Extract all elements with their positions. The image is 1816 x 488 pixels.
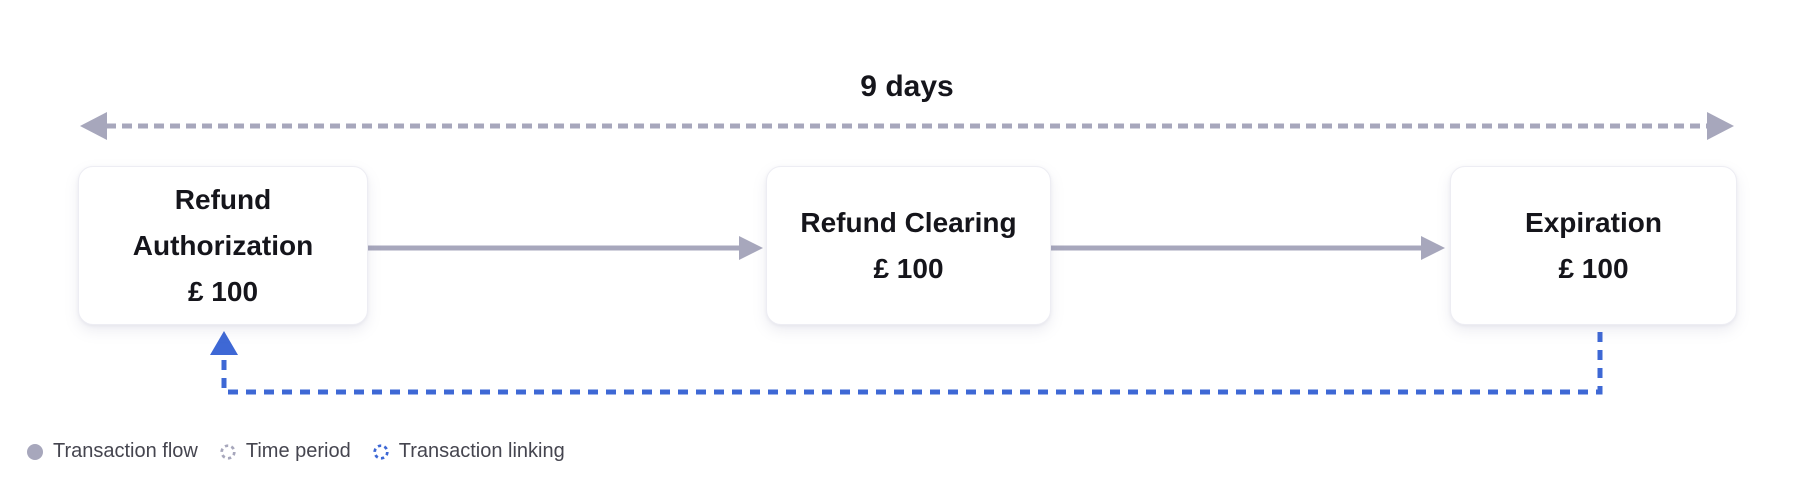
legend-item-transaction-linking: Transaction linking [372,440,565,463]
node-amount: £ 100 [1558,252,1629,284]
legend-item-time-period: Time period [219,440,351,463]
time-period-label: 9 days [860,70,954,103]
legend-label: Transaction flow [53,440,198,462]
time-period-icon [220,443,236,460]
linking-arrow-path [221,332,1603,395]
time-period-arrowhead-right [1707,112,1734,140]
legend: Transaction flow Time period Transaction… [26,440,565,463]
node-amount: £ 100 [873,252,944,284]
flow-arrowhead [1421,236,1445,260]
node-title: Expiration [1525,206,1662,238]
node-expiration: Expiration £ 100 [1450,166,1737,325]
transaction-flow-icon [27,443,43,460]
linking-arrowhead [210,331,238,355]
legend-item-transaction-flow: Transaction flow [26,440,198,463]
node-refund-clearing: Refund Clearing £ 100 [766,166,1051,325]
node-amount: £ 100 [187,275,259,307]
flow-arrowhead [739,236,763,260]
node-title: Refund Authorization [132,183,314,261]
node-refund-authorization: Refund Authorization £ 100 [78,166,368,325]
legend-label: Time period [245,440,351,462]
transaction-linking-icon [373,443,389,460]
node-title: Refund Clearing [800,206,1017,238]
flow-arrow-authorization-to-clearing [368,236,763,260]
time-period-arrow [80,112,1734,140]
time-period-arrowhead-left [80,112,107,140]
legend-label: Transaction linking [398,440,565,462]
linking-arrow-expiration-to-authorization [210,331,1603,395]
flow-arrow-clearing-to-expiration [1051,236,1445,260]
